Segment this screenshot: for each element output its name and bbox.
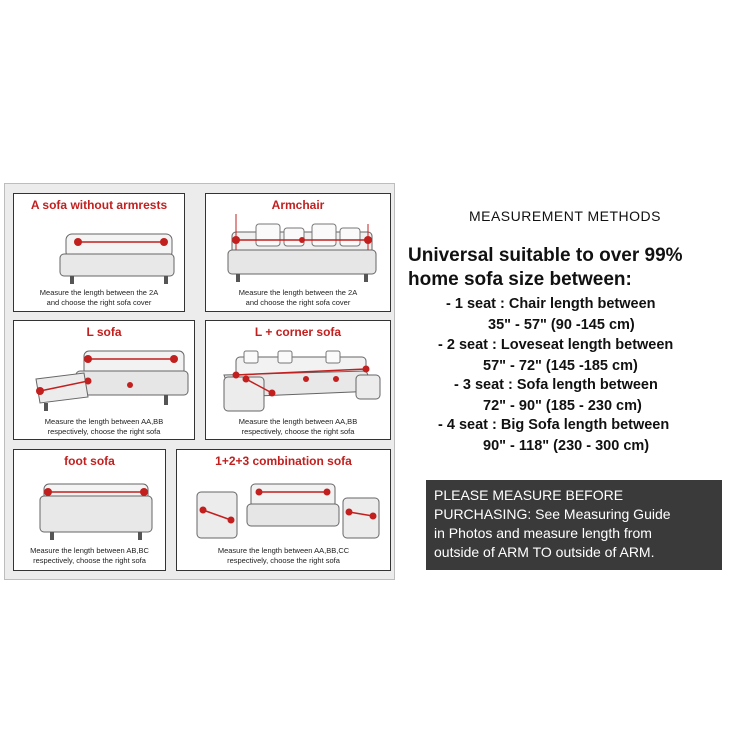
- card-caption: Measure the length between AB,BC respect…: [30, 546, 149, 565]
- measure-notice: PLEASE MEASURE BEFORE PURCHASING: See Me…: [426, 480, 722, 570]
- l-corner-sofa-illustration: [223, 350, 381, 412]
- armchair-illustration: [227, 214, 377, 282]
- spec-line: - 2 seat : Loveseat length between: [438, 337, 674, 353]
- card-title: 1+2+3 combination sofa: [215, 454, 352, 468]
- card-title: L + corner sofa: [254, 325, 342, 339]
- card-caption: Measure the length between AA,BB respect…: [44, 417, 164, 436]
- l-sofa-illustration: [35, 350, 189, 411]
- tagline: Universal suitable to over 99% home sofa…: [408, 245, 683, 290]
- combination-sofa-illustration: [196, 483, 380, 539]
- card-caption: Measure the length between AA,BB respect…: [238, 417, 358, 436]
- spec-line: - 3 seat : Sofa length between: [454, 377, 658, 393]
- card-caption: Measure the length between the 2A and ch…: [238, 288, 358, 307]
- card-title: L sofa: [86, 325, 122, 339]
- card-sofa-without-armrests: A sofa without armrests Measure the leng…: [13, 193, 185, 312]
- card-l-corner-sofa: L + corner sofa Measure the length betwe…: [205, 320, 391, 440]
- spec-line: - 1 seat : Chair length between: [446, 296, 656, 312]
- card-caption: Measure the length between AA,BB,CC resp…: [217, 546, 350, 565]
- spec-range: 90" - 118" (230 - 300 cm): [483, 438, 650, 454]
- spec-range: 72" - 90" (185 - 230 cm): [483, 398, 642, 414]
- card-title: foot sofa: [64, 454, 115, 468]
- spec-range: 35" - 57" (90 -145 cm): [488, 317, 635, 333]
- foot-sofa-illustration: [39, 483, 153, 540]
- card-armchair: Armchair Measure the length between the …: [205, 193, 391, 312]
- card-title: Armchair: [271, 198, 325, 212]
- spec-line: - 4 seat : Big Sofa length between: [438, 417, 670, 433]
- section-heading: MEASUREMENT METHODS: [468, 208, 662, 224]
- card-l-sofa: L sofa Measure the length between AA,BB …: [13, 320, 195, 440]
- sofa-without-armrests-illustration: [59, 233, 175, 284]
- spec-range: 57" - 72" (145 -185 cm): [483, 358, 638, 374]
- card-title: A sofa without armrests: [30, 198, 168, 212]
- card-caption: Measure the length between the 2A and ch…: [39, 288, 159, 307]
- card-combination-sofa: 1+2+3 combination sofa Measure the lengt…: [176, 449, 391, 571]
- card-foot-sofa: foot sofa Measure the length between AB,…: [13, 449, 166, 571]
